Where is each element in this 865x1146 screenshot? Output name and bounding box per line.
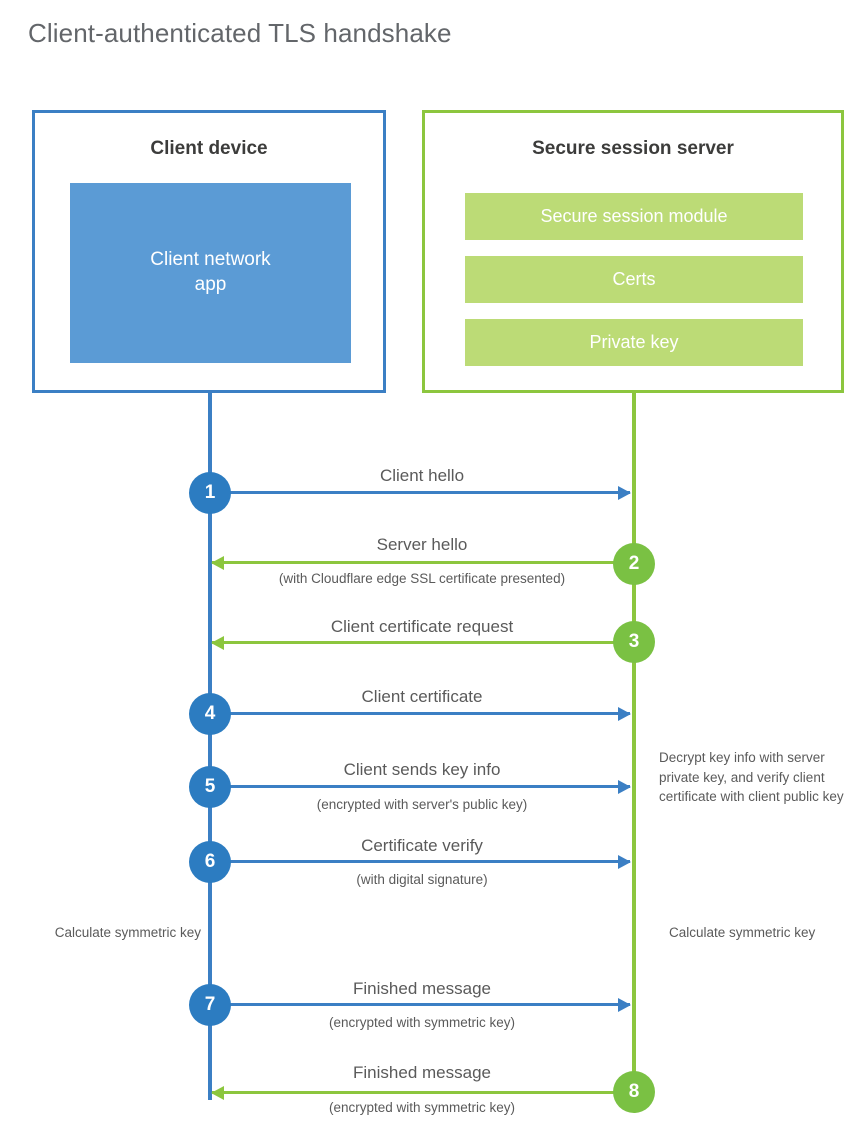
client-device-title: Client device [150,138,268,159]
step-6-arrow [210,854,631,869]
arrowhead-left-icon [211,555,224,570]
arrowhead-right-icon [618,854,631,869]
step-2-arrow [211,555,632,570]
step-4-circle[interactable]: 4 [189,693,231,735]
step-7-label: Finished message [353,979,491,998]
server-calculate-symmetric-key-note: Calculate symmetric key [669,925,816,940]
step-4-arrow [210,706,631,721]
step-2-circle[interactable]: 2 [613,543,655,585]
step-8-sublabel: (encrypted with symmetric key) [328,1100,516,1115]
arrowhead-right-icon [618,706,631,721]
client-network-app-box: Client network app [70,183,351,363]
arrowhead-right-icon [618,779,631,794]
step-2-sublabel: (with Cloudflare edge SSL certificate pr… [278,571,566,586]
step-3-circle[interactable]: 3 [613,621,655,663]
step-4-label: Client certificate [361,687,483,706]
step-8-arrow [211,1085,632,1100]
step-3-arrow [211,635,632,650]
server-lifeline [632,393,636,1093]
client-device-box: Client device Client network app [32,110,386,393]
step-1-label: Client hello [379,466,465,485]
step-5-circle[interactable]: 5 [189,766,231,808]
client-calculate-symmetric-key-note: Calculate symmetric key [54,925,201,940]
arrowhead-right-icon [618,485,631,500]
step-5-label: Client sends key info [343,760,501,779]
step-8-circle[interactable]: 8 [613,1071,655,1113]
step-5-arrow [210,779,631,794]
step-7-sublabel: (encrypted with symmetric key) [328,1015,516,1030]
step-6-circle[interactable]: 6 [189,841,231,883]
secure-session-server-box: Secure session server Secure session mod… [422,110,844,393]
arrowhead-right-icon [618,997,631,1012]
step-7-circle[interactable]: 7 [189,984,231,1026]
client-network-app-label: Client network app [150,248,270,297]
server-component-certs: Certs [465,256,803,303]
step-1-circle[interactable]: 1 [189,472,231,514]
step-3-label: Client certificate request [330,617,514,636]
step-6-label: Certificate verify [361,836,483,855]
server-decrypt-note: Decrypt key info with server private key… [659,750,844,805]
client-app-label-line2: app [194,274,227,295]
arrowhead-left-icon [211,635,224,650]
step-8-label: Finished message [353,1063,491,1082]
page-title: Client-authenticated TLS handshake [28,18,452,48]
step-2-label: Server hello [376,535,468,554]
step-5-sublabel: (encrypted with server's public key) [316,797,528,812]
client-app-label-line1: Client network [150,249,271,271]
step-1-arrow [210,485,631,500]
step-7-arrow [210,997,631,1012]
arrowhead-left-icon [211,1085,224,1100]
client-lifeline [208,393,212,1100]
server-component-secure-session-module: Secure session module [465,193,803,240]
secure-session-server-title: Secure session server [532,138,734,159]
step-6-sublabel: (with digital signature) [356,872,488,887]
server-component-private-key: Private key [465,319,803,366]
